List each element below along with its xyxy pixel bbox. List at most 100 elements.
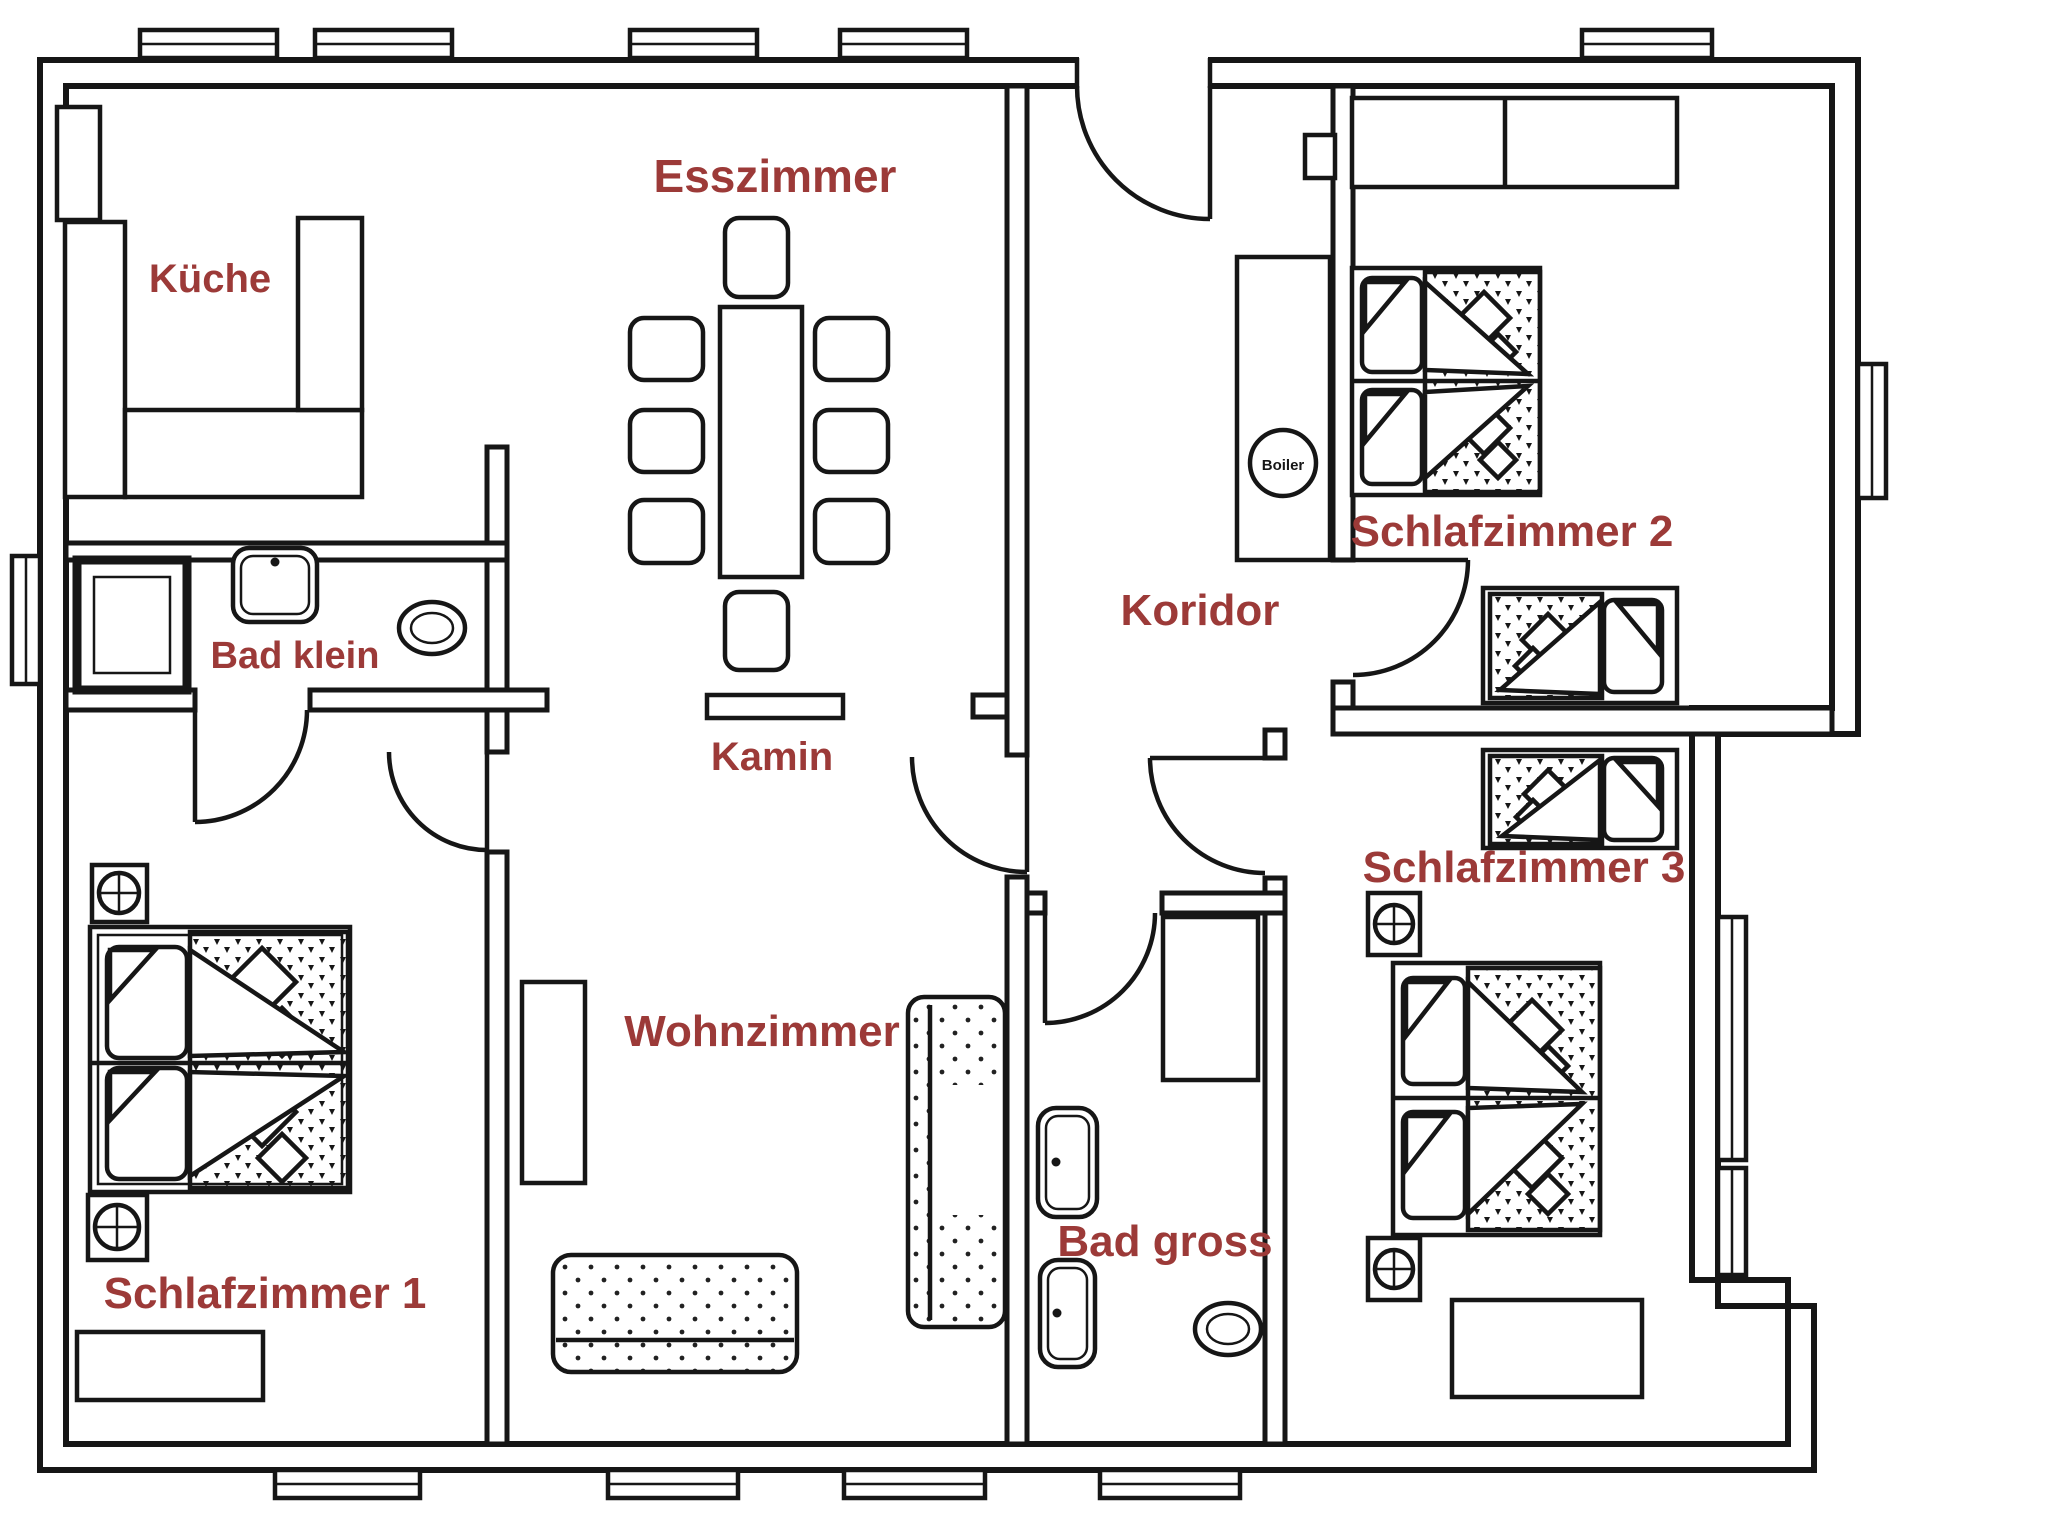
single-bed — [1480, 585, 1680, 706]
window — [1715, 914, 1749, 1163]
wohnzimmer-furniture — [519, 979, 1008, 1375]
duvet-diamond — [1524, 1170, 1572, 1218]
schlafzimmer-1-furniture — [74, 862, 353, 1403]
window — [837, 27, 970, 61]
room-label-schlafzimmer-2: Schlafzimmer 2 — [1351, 507, 1674, 556]
shower — [72, 555, 192, 695]
sheet-fold — [1422, 383, 1535, 484]
single-bed — [1480, 747, 1680, 851]
shower-inner — [92, 575, 172, 675]
sheet-fold — [1494, 597, 1603, 697]
pillow-fold — [107, 947, 161, 1006]
pillow — [104, 1065, 190, 1182]
double-bed — [1349, 265, 1543, 498]
door-schlafzimmer-1 — [192, 709, 310, 825]
window — [627, 27, 760, 61]
chair — [812, 407, 891, 475]
bad-klein-fixtures — [72, 545, 468, 695]
window — [1579, 27, 1715, 61]
chair — [722, 589, 791, 673]
door-schlafzimmer-2 — [1352, 557, 1471, 678]
chair — [812, 497, 891, 566]
chair — [722, 215, 791, 300]
entrance-door — [1074, 56, 1213, 222]
sheet-fold — [187, 945, 352, 1059]
wall — [1262, 875, 1288, 1447]
window — [841, 1467, 988, 1501]
duvet-diamond — [1476, 438, 1520, 482]
window — [1855, 361, 1889, 501]
toilet — [1192, 1300, 1264, 1358]
wall — [1004, 83, 1030, 758]
boiler — [1247, 427, 1319, 499]
pillow-fold — [107, 1069, 161, 1126]
chair — [812, 315, 891, 383]
window — [137, 27, 280, 61]
sheet-fold — [1422, 276, 1535, 377]
outlet-symbol — [85, 1192, 150, 1263]
kitchen-cabinet — [295, 215, 365, 413]
toilet — [396, 599, 468, 657]
fireplace — [704, 692, 846, 721]
outer-wall-inner-outline — [63, 83, 1835, 1447]
kitchen-counter — [54, 104, 103, 223]
sheet-fold — [1465, 976, 1588, 1095]
window — [272, 1467, 423, 1501]
wall — [1024, 890, 1048, 916]
hall-cabinet — [1234, 254, 1333, 563]
dresser — [1449, 1297, 1645, 1400]
bad-gross-fixtures — [1035, 914, 1264, 1370]
pillow — [1359, 275, 1425, 375]
sink — [1035, 1105, 1100, 1220]
interior-walls — [63, 83, 1835, 1447]
wall — [1262, 727, 1288, 761]
room-label-esszimmer: Esszimmer — [654, 150, 897, 202]
sheet-fold — [187, 1069, 352, 1181]
door-schlafzimmer-3 — [1147, 755, 1266, 876]
shower-stall — [1160, 914, 1261, 1083]
pillow — [1601, 755, 1665, 843]
duvet-diamond — [254, 1130, 310, 1186]
room-label-wohnzimmer: Wohnzimmer — [624, 1007, 899, 1056]
meter-box — [1302, 132, 1338, 181]
outlet-symbol — [89, 862, 150, 925]
chair — [627, 315, 706, 383]
wardrobe — [1349, 95, 1680, 190]
wall — [1330, 705, 1835, 737]
wall — [484, 444, 510, 755]
outlet-symbol — [1365, 1235, 1423, 1303]
room-label-schlafzimmer-1: Schlafzimmer 1 — [104, 1269, 427, 1318]
pillow-fold — [1613, 601, 1661, 659]
pillow — [1359, 387, 1425, 487]
pillow — [104, 944, 190, 1061]
kitchen-counters — [54, 104, 365, 500]
pillow — [1400, 975, 1468, 1087]
schlafzimmer-3-furniture — [1365, 747, 1680, 1400]
room-label-koridor: Koridor — [1121, 586, 1280, 635]
dresser — [74, 1329, 266, 1403]
door-wohnzimmer-hall — [386, 751, 490, 853]
wall — [1004, 874, 1030, 1447]
wall — [484, 849, 510, 1447]
sink — [1037, 1257, 1098, 1370]
windows — [9, 27, 1889, 1501]
cabinet — [519, 979, 588, 1186]
double-bed — [1390, 960, 1603, 1238]
pillow-fold — [1403, 1113, 1453, 1177]
schlafzimmer-2-furniture — [1349, 95, 1680, 706]
pillow-fold — [1403, 979, 1453, 1043]
sofa — [550, 1252, 800, 1375]
sink — [230, 545, 320, 625]
door-bad-gross — [1042, 912, 1158, 1026]
room-label-schlafzimmer-3: Schlafzimmer 3 — [1363, 843, 1686, 892]
pillow-fold — [1612, 759, 1661, 812]
sheet-fold — [1465, 1101, 1588, 1220]
chair — [627, 497, 706, 566]
room-label-kueche: Küche — [149, 257, 271, 301]
pillow-fold — [1362, 279, 1410, 337]
pillow — [1601, 597, 1665, 695]
window — [1715, 1165, 1749, 1278]
sheet-fold — [1495, 755, 1603, 843]
doors — [192, 56, 1471, 1026]
